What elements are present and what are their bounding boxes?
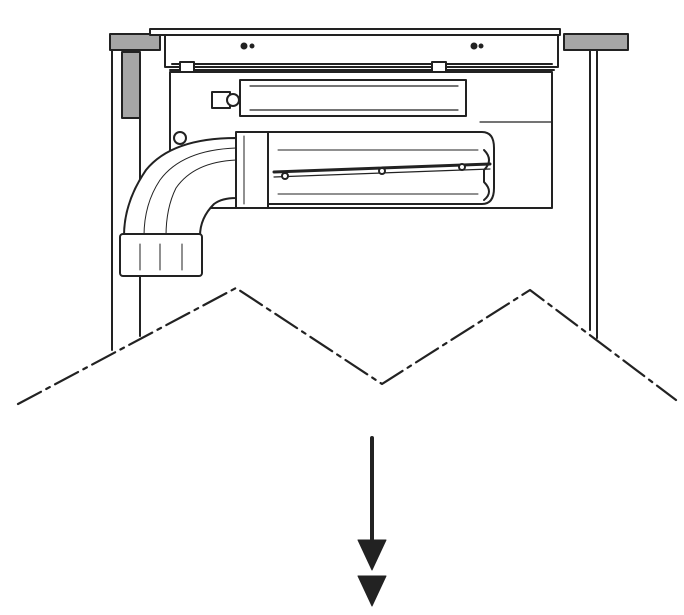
cooktop-screw xyxy=(478,43,484,49)
duct-collar xyxy=(235,131,269,209)
countertop-left xyxy=(109,33,161,51)
elbow-duct xyxy=(119,131,237,277)
countertop-edge-strip xyxy=(121,51,141,119)
motor-knob xyxy=(226,93,240,107)
downward-arrow-icon xyxy=(357,436,387,607)
cooktop-screw xyxy=(249,43,255,49)
duct-screw xyxy=(281,172,289,180)
arrowhead-lower xyxy=(357,575,387,607)
elbow-inner-line xyxy=(143,147,237,237)
countertop xyxy=(109,33,629,119)
cooktop-unit xyxy=(149,28,561,73)
countertop-right xyxy=(563,33,629,51)
duct-end-cap xyxy=(483,149,490,201)
elbow-flange-nut xyxy=(173,131,187,145)
cabinet-side-panels xyxy=(111,49,598,351)
arrowhead-upper xyxy=(357,539,387,571)
elbow-outlet xyxy=(119,233,203,277)
cooktop-body xyxy=(164,34,559,68)
duct-screw xyxy=(378,167,386,175)
cooktop-bracket xyxy=(179,61,195,73)
duct-screw xyxy=(458,163,466,171)
cooktop-bracket xyxy=(431,61,447,73)
cooktop-screw xyxy=(470,42,478,50)
break-line xyxy=(16,286,678,406)
elbow-inner-line xyxy=(165,159,237,237)
cooktop-screw xyxy=(240,42,248,50)
